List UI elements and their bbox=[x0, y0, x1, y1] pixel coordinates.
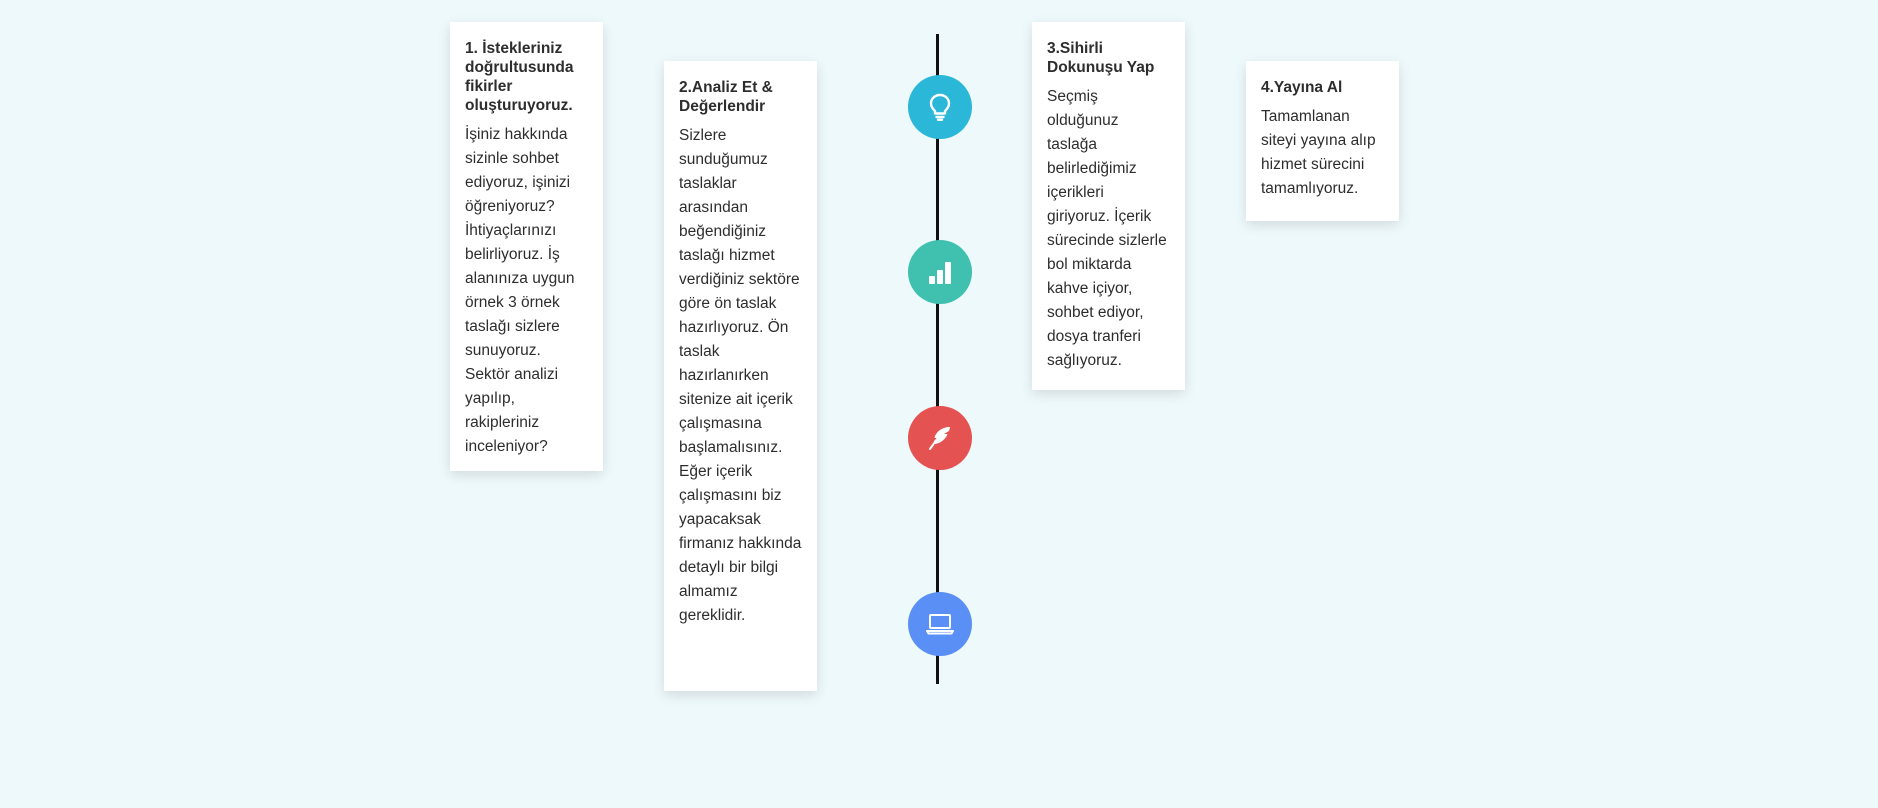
step-card-4: 4.Yayına Al Tamamlanan siteyi yayına alı… bbox=[1246, 61, 1399, 221]
bar-chart-icon bbox=[928, 260, 952, 284]
step-card-3: 3.Sihirli Dokunuşu Yap Seçmiş olduğunuz … bbox=[1032, 22, 1185, 390]
feather-icon bbox=[928, 425, 952, 451]
step-description: İşiniz hakkında sizinle sohbet ediyoruz,… bbox=[465, 126, 575, 455]
step-card-1: 1. İstekleriniz doğrultusunda fikirler o… bbox=[450, 22, 603, 471]
step-title: 4.Yayına Al bbox=[1261, 79, 1343, 96]
step-title: 2.Analiz Et & Değerlendir bbox=[679, 79, 773, 115]
step-description: Tamamlanan siteyi yayına alıp hizmet sür… bbox=[1261, 108, 1376, 197]
timeline-node-3 bbox=[908, 406, 972, 470]
step-description: Seçmiş olduğunuz taslağa belirlediğimiz … bbox=[1047, 88, 1167, 369]
step-title: 3.Sihirli Dokunuşu Yap bbox=[1047, 40, 1155, 76]
timeline-node-2 bbox=[908, 240, 972, 304]
lightbulb-icon bbox=[928, 93, 952, 121]
laptop-icon bbox=[926, 613, 954, 635]
timeline-line bbox=[936, 34, 939, 684]
timeline-node-4 bbox=[908, 592, 972, 656]
step-card-2: 2.Analiz Et & Değerlendir Sizlere sunduğ… bbox=[664, 61, 817, 691]
step-title: 1. İstekleriniz doğrultusunda fikirler o… bbox=[465, 40, 574, 114]
step-description: Sizlere sunduğumuz taslaklar arasından b… bbox=[679, 127, 802, 624]
timeline-node-1 bbox=[908, 75, 972, 139]
